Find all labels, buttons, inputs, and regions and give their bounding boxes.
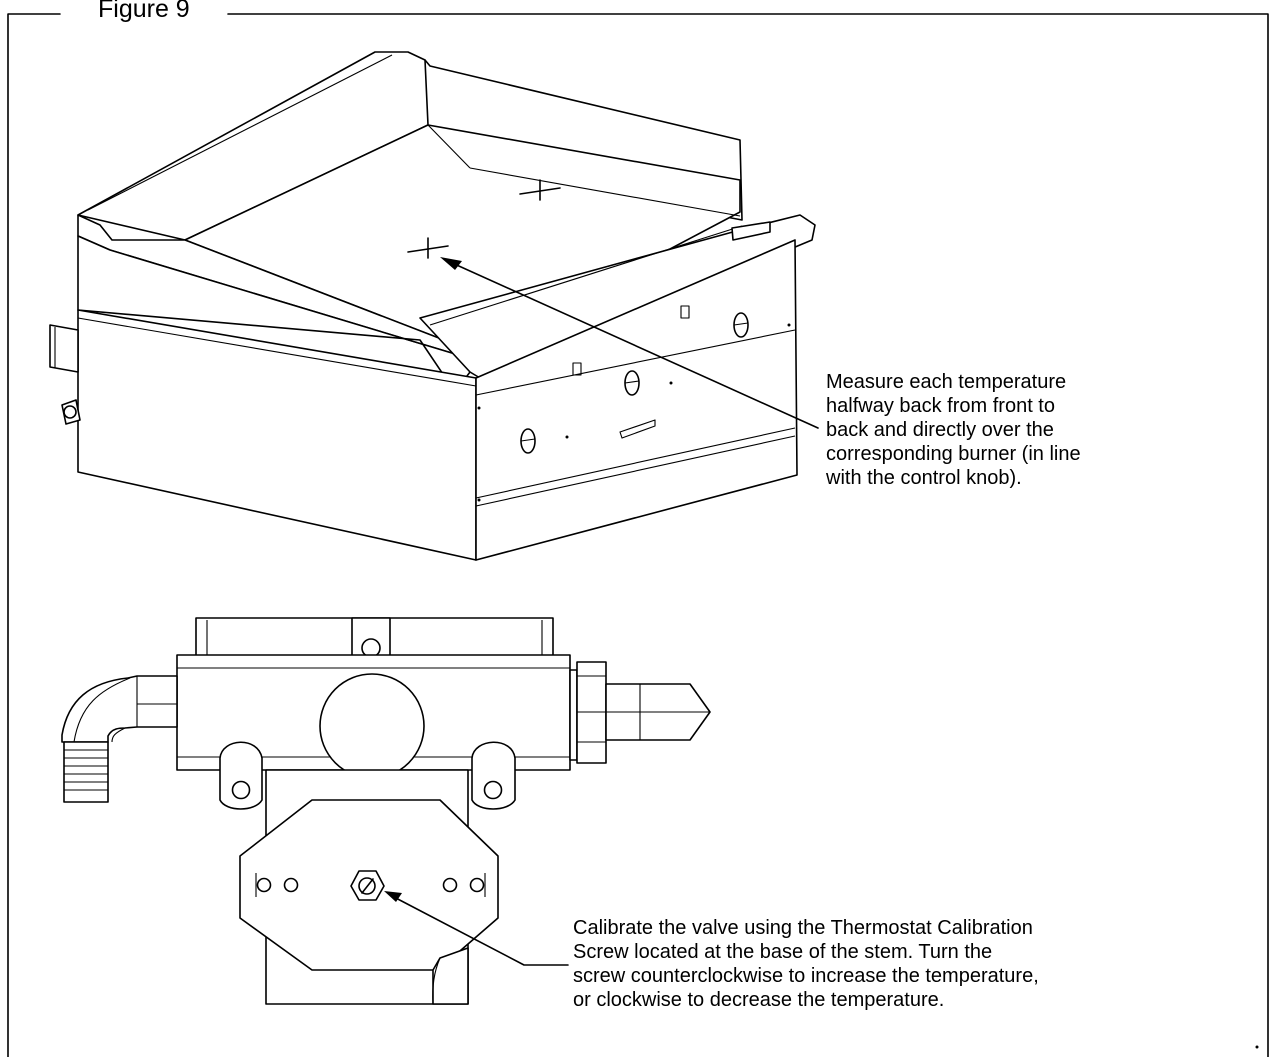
calibration-leader-arrow xyxy=(384,891,569,966)
control-knob-right-icon xyxy=(733,312,749,338)
frame-border xyxy=(7,13,1269,1057)
temperature-leader-arrow xyxy=(440,257,819,429)
temperature-callout: Measure each temperature halfway back fr… xyxy=(826,370,1266,490)
griddle-icon xyxy=(49,51,819,561)
callout-line: halfway back from front to xyxy=(826,395,1055,417)
corner-dot xyxy=(1255,1045,1259,1049)
callout-line: Calibrate the valve using the Thermostat… xyxy=(573,917,1033,939)
callout-line: screw counterclockwise to increase the t… xyxy=(573,965,1039,987)
control-knob-left-icon xyxy=(520,428,536,454)
calibration-callout: Calibrate the valve using the Thermostat… xyxy=(573,916,1273,1012)
callout-line: with the control knob). xyxy=(826,467,1022,489)
threaded-fitting-icon xyxy=(63,741,109,803)
callout-line: Measure each temperature xyxy=(826,371,1067,393)
callout-line: corresponding burner (in line xyxy=(826,443,1081,465)
figure-title: Figure 9 xyxy=(90,0,198,24)
measurement-mark-front xyxy=(407,237,449,259)
measurement-mark-back xyxy=(519,179,561,201)
callout-line: or clockwise to decrease the temperature… xyxy=(573,989,945,1011)
control-knob-center-icon xyxy=(624,370,640,396)
callout-line: Screw located at the base of the stem. T… xyxy=(573,941,993,963)
calibration-screw-icon xyxy=(350,870,385,901)
callout-line: back and directly over the xyxy=(826,419,1054,441)
